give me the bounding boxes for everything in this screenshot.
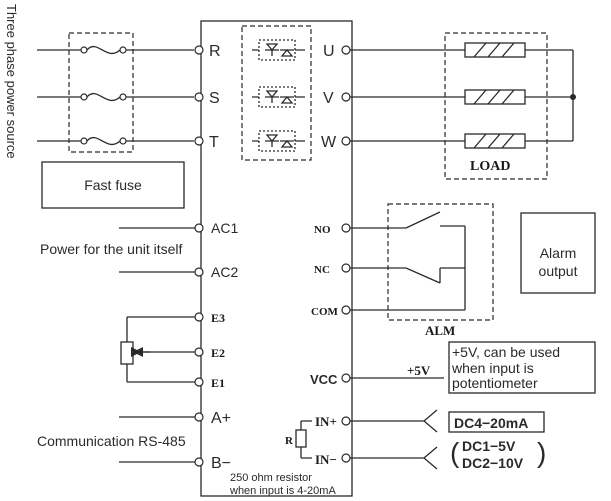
signal-wires bbox=[350, 409, 438, 470]
terminal-b-minus-label: B− bbox=[211, 455, 231, 472]
terminal-e1-label: E1 bbox=[211, 376, 225, 390]
terminal-a-plus bbox=[194, 412, 204, 422]
thyristor-module-box bbox=[241, 25, 312, 161]
resistor-note-line-2: when input is 4-20mA bbox=[229, 485, 336, 497]
signal-bracket-close: ) bbox=[537, 437, 546, 468]
power-source-label: Three phase power source bbox=[4, 4, 19, 159]
star-point bbox=[570, 94, 576, 100]
terminal-w bbox=[341, 136, 351, 146]
terminal-e2-label: E2 bbox=[211, 346, 225, 360]
terminal-e3-label: E3 bbox=[211, 311, 225, 325]
terminal-s-label: S bbox=[209, 90, 220, 107]
relay-contacts-icon bbox=[350, 211, 466, 311]
signal-voltage-line-1: DC1−5V bbox=[462, 438, 516, 454]
terminal-w-label: W bbox=[321, 134, 337, 151]
terminal-in-plus bbox=[341, 416, 351, 426]
load-label: LOAD bbox=[470, 159, 510, 174]
fast-fuse-label: Fast fuse bbox=[84, 177, 142, 193]
alarm-relay-box bbox=[387, 203, 494, 321]
fuse-icons bbox=[80, 45, 127, 146]
terminal-b-minus bbox=[194, 457, 204, 467]
alm-label: ALM bbox=[425, 323, 455, 338]
controller-body bbox=[200, 20, 353, 497]
power-for-unit-label: Power for the unit itself bbox=[40, 241, 183, 257]
fast-fuse-box bbox=[41, 161, 185, 209]
potentiometer-icon bbox=[120, 316, 195, 383]
terminal-e3 bbox=[194, 312, 204, 322]
terminal-r bbox=[194, 45, 204, 55]
communication-label: Communication RS-485 bbox=[37, 433, 186, 449]
signal-current-label: DC4−20mA bbox=[454, 415, 528, 431]
signal-current-box bbox=[448, 411, 545, 433]
terminal-in-minus-label: IN− bbox=[315, 452, 337, 467]
thyristor-icon-1 bbox=[252, 39, 305, 61]
alarm-output-box bbox=[520, 212, 596, 294]
pot-note-box bbox=[448, 341, 596, 394]
thyristor-icon-3 bbox=[252, 130, 305, 152]
terminal-nc bbox=[341, 263, 351, 273]
vcc-label: VCC bbox=[310, 372, 338, 387]
terminal-t bbox=[194, 136, 204, 146]
terminal-no-label: NO bbox=[314, 224, 331, 236]
terminal-ac1-label: AC1 bbox=[211, 220, 238, 236]
terminal-v-label: V bbox=[323, 90, 334, 107]
terminal-v bbox=[341, 92, 351, 102]
terminal-u-label: U bbox=[323, 43, 335, 60]
terminal-e2 bbox=[194, 347, 204, 357]
terminal-no bbox=[341, 223, 351, 233]
shunt-r-label: R bbox=[285, 435, 294, 447]
alarm-output-line-2: output bbox=[539, 263, 578, 279]
terminal-r-label: R bbox=[209, 43, 221, 60]
terminal-com-label: COM bbox=[311, 306, 339, 318]
load-box bbox=[444, 32, 548, 180]
thyristor-icon-2 bbox=[252, 86, 305, 108]
rs485-wires bbox=[119, 416, 195, 463]
terminal-ac1 bbox=[194, 223, 204, 233]
alarm-output-line-1: Alarm bbox=[540, 245, 577, 261]
signal-bracket-open: ( bbox=[450, 437, 460, 468]
terminal-ac2 bbox=[194, 267, 204, 277]
pot-note-line-2: when input is bbox=[451, 360, 534, 376]
terminal-u bbox=[341, 45, 351, 55]
pot-note-line-1: +5V, can be used bbox=[452, 344, 560, 360]
terminal-a-plus-label: A+ bbox=[211, 410, 231, 427]
terminal-e1 bbox=[194, 377, 204, 387]
shunt-resistor-icon bbox=[295, 420, 312, 459]
resistor-note-line-1: 250 ohm resistor bbox=[230, 472, 312, 484]
load-resistor-icons bbox=[464, 42, 526, 149]
signal-voltage-line-2: DC2−10V bbox=[462, 455, 524, 471]
terminal-nc-label: NC bbox=[314, 264, 330, 276]
plus5v-label: +5V bbox=[407, 363, 431, 378]
terminal-in-plus-label: IN+ bbox=[315, 414, 337, 429]
load-wires bbox=[350, 49, 574, 142]
terminal-in-minus bbox=[341, 453, 351, 463]
terminal-com bbox=[341, 305, 351, 315]
terminal-t-label: T bbox=[209, 134, 219, 151]
pot-note-line-3: potentiometer bbox=[452, 375, 538, 391]
supply-wires bbox=[119, 227, 195, 273]
terminal-vcc bbox=[341, 373, 351, 383]
terminal-ac2-label: AC2 bbox=[211, 264, 238, 280]
input-wires bbox=[37, 49, 194, 142]
terminal-s bbox=[194, 92, 204, 102]
fuse-box bbox=[68, 32, 134, 153]
